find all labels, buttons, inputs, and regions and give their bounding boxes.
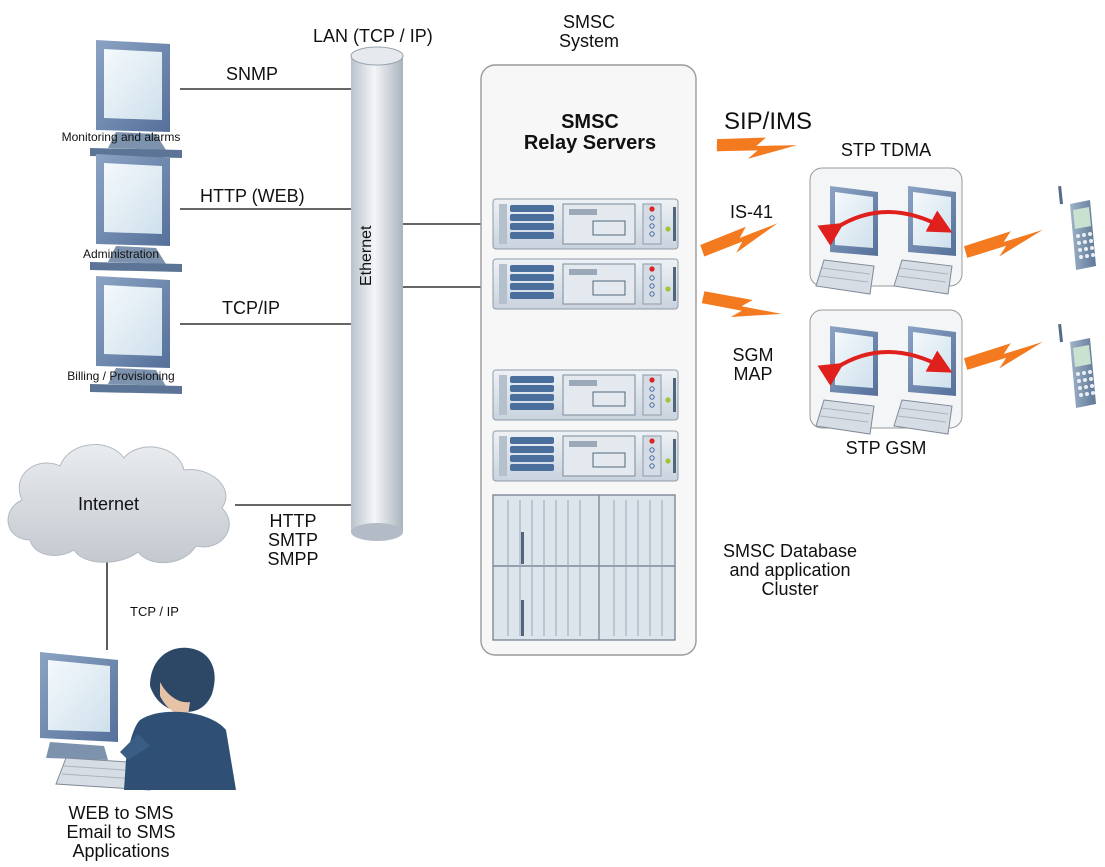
database-cluster-label-line: and application — [729, 560, 851, 580]
relay-server — [492, 198, 679, 250]
relay-server — [492, 258, 679, 310]
smsc-system-title-line: SMSC — [562, 12, 615, 32]
user-workstation-icon — [40, 647, 236, 791]
ethernet-bus — [350, 46, 404, 541]
http-web-link-label: HTTP (WEB) — [200, 186, 305, 206]
is41-signal-icon — [698, 221, 782, 259]
sgm-map-line: MAP — [733, 364, 773, 384]
sgm-signal-icon — [699, 282, 783, 335]
gsm-phone-signal-icon — [962, 339, 1046, 373]
relay-server — [492, 369, 679, 421]
is41-label: IS-41 — [730, 202, 774, 222]
internet-label: Internet — [78, 494, 140, 514]
database-cluster-label: SMSC Database and application Cluster — [700, 542, 880, 599]
user-caption-line: WEB to SMS — [68, 803, 174, 823]
stp-tdma-label: STP TDMA — [840, 140, 932, 160]
internet-protocols: HTTP SMTP SMPP — [250, 512, 336, 569]
relay-server — [492, 430, 679, 482]
database-cluster — [492, 494, 676, 641]
administration-caption: Administration — [82, 247, 160, 261]
relay-servers-title: SMSC Relay Servers — [500, 112, 680, 154]
lan-title: LAN (TCP / IP) — [313, 26, 433, 46]
internet-protocol-line: SMPP — [267, 549, 319, 569]
user-caption-line: Applications — [72, 841, 170, 861]
sgm-map-label: SGM MAP — [720, 346, 786, 384]
sip-ims-label: SIP/IMS — [724, 108, 813, 135]
tcpip-link-label: TCP/IP — [222, 298, 281, 318]
user-caption: WEB to SMS Email to SMS Applications — [56, 804, 186, 861]
billing-caption: Billing / Provisioning — [67, 369, 175, 383]
internet-protocol-line: HTTP — [269, 511, 317, 531]
user-caption-line: Email to SMS — [66, 822, 176, 842]
relay-servers-title-line: Relay Servers — [523, 132, 657, 154]
relay-servers-title-line: SMSC — [561, 111, 619, 133]
stp-gsm-label: STP GSM — [845, 438, 927, 458]
sgm-map-line: SGM — [732, 345, 774, 365]
smsc-system-title: SMSC System — [544, 13, 634, 51]
tdma-phone-icon — [1058, 185, 1096, 270]
tdma-phone-signal-icon — [962, 227, 1046, 261]
database-cluster-label-line: Cluster — [761, 579, 819, 599]
tdma-exchange-arrow — [817, 210, 953, 246]
ethernet-label: Ethernet — [358, 225, 375, 286]
monitoring-caption: Monitoring and alarms — [61, 130, 181, 144]
internet-protocol-line: SMTP — [267, 530, 318, 550]
tcpip-down-link-label: TCP / IP — [130, 604, 179, 619]
snmp-link-label: SNMP — [226, 64, 279, 84]
database-cluster-label-line: SMSC Database — [722, 541, 858, 561]
internet-cloud-icon — [7, 444, 230, 564]
smsc-system-title-line: System — [558, 31, 619, 51]
gsm-exchange-arrow — [817, 350, 953, 386]
gsm-phone-icon — [1058, 323, 1096, 408]
